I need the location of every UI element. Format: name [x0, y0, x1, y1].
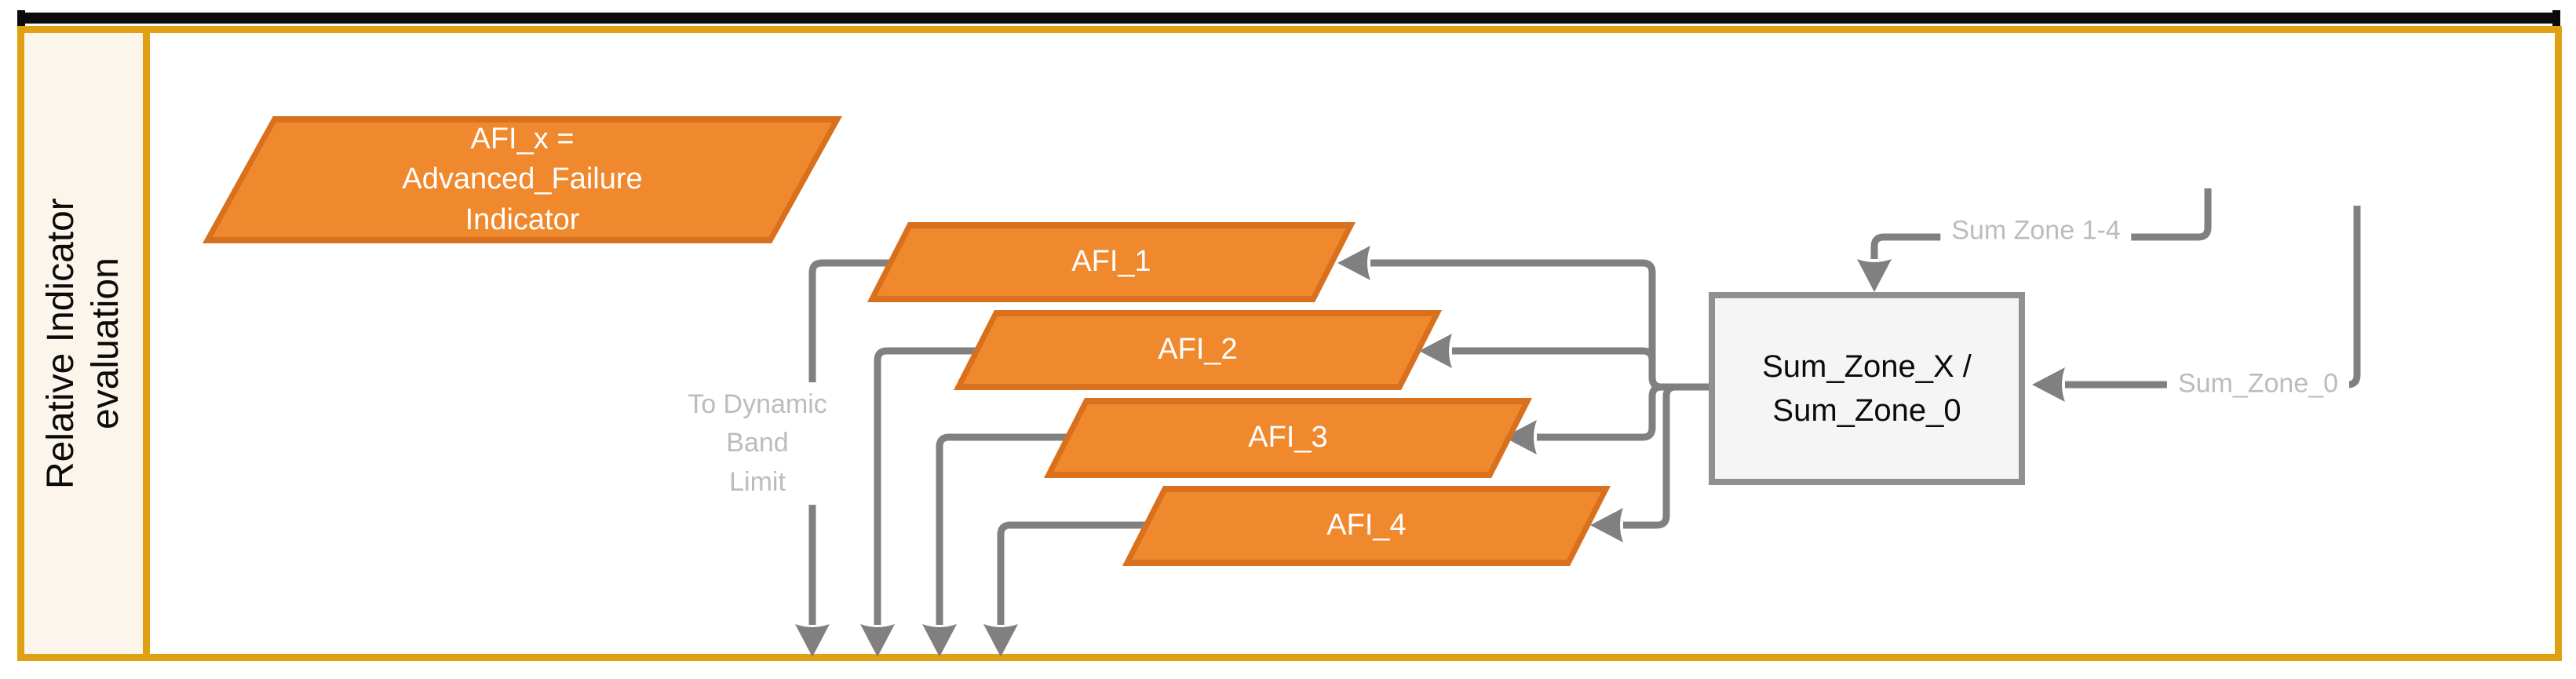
edge-sumbox-to-afi2: [1452, 347, 1709, 391]
sum-zone-ratio-line1: Sum_Zone_X /: [1762, 349, 1972, 384]
node-sum-zone-ratio[interactable]: [1709, 292, 2025, 485]
arrowhead-down-afi1: [795, 624, 830, 657]
edge-afi1-to-dynamic-band: [808, 259, 894, 625]
to-dynamic-line2: Band: [726, 428, 789, 458]
edge-afi4-down: [997, 521, 1146, 625]
afi-x-line1: AFI_x =: [470, 122, 575, 156]
to-dynamic-line3: Limit: [729, 466, 786, 497]
node-afi-4-label: AFI_4: [1326, 509, 1407, 542]
arrowhead-left-afi1: [1337, 246, 1370, 280]
swimlane-title-band: [24, 33, 143, 654]
edge-label-to-dynamic-band-limit[interactable]: To Dynamic Band Limit: [677, 382, 838, 505]
afi-x-line2: Advanced_Failure: [402, 162, 643, 196]
arrowhead-down-sumbox: [1857, 259, 1892, 292]
edge-label-sum-zone-0[interactable]: Sum_Zone_0: [2166, 361, 2350, 407]
to-dynamic-line1: To Dynamic: [688, 389, 827, 420]
arrowhead-left-sumbox: [2032, 367, 2065, 402]
arrowhead-down-afi4: [983, 624, 1018, 657]
edge-sumbox-to-afi4: [1623, 383, 1709, 529]
arrowhead-left-afi4: [1590, 508, 1623, 542]
node-afi-3-label: AFI_3: [1248, 421, 1328, 454]
top-rule: [17, 13, 2560, 24]
swimlane-title-band-border: [143, 33, 150, 654]
swimlane-frame: [17, 26, 2562, 661]
arrowhead-down-afi2: [860, 624, 895, 657]
arrowhead-left-afi2: [1419, 334, 1452, 368]
arrowhead-left-afi3: [1504, 420, 1537, 454]
edge-label-sum-zone-1-4[interactable]: Sum Zone 1-4: [1940, 208, 2132, 254]
node-afi-1-label: AFI_1: [1071, 245, 1151, 279]
node-afi-2-label: AFI_2: [1158, 333, 1238, 367]
edge-sumbox-to-afi3: [1537, 383, 1709, 441]
sum-zone-ratio-line2: Sum_Zone_0: [1772, 393, 1961, 428]
edge-afi3-down: [936, 433, 1067, 625]
afi-x-line3: Indicator: [465, 203, 580, 236]
edge-afi2-down: [874, 347, 977, 625]
node-afi-x-label: AFI_x = Advanced_Failure Indicator: [238, 116, 807, 243]
top-rule-left-cap: [17, 10, 25, 29]
node-sum-zone-ratio-label: Sum_Zone_X / Sum_Zone_0: [1709, 292, 2025, 485]
arrowhead-down-afi3: [922, 624, 957, 657]
top-rule-right-cap: [2552, 10, 2560, 29]
